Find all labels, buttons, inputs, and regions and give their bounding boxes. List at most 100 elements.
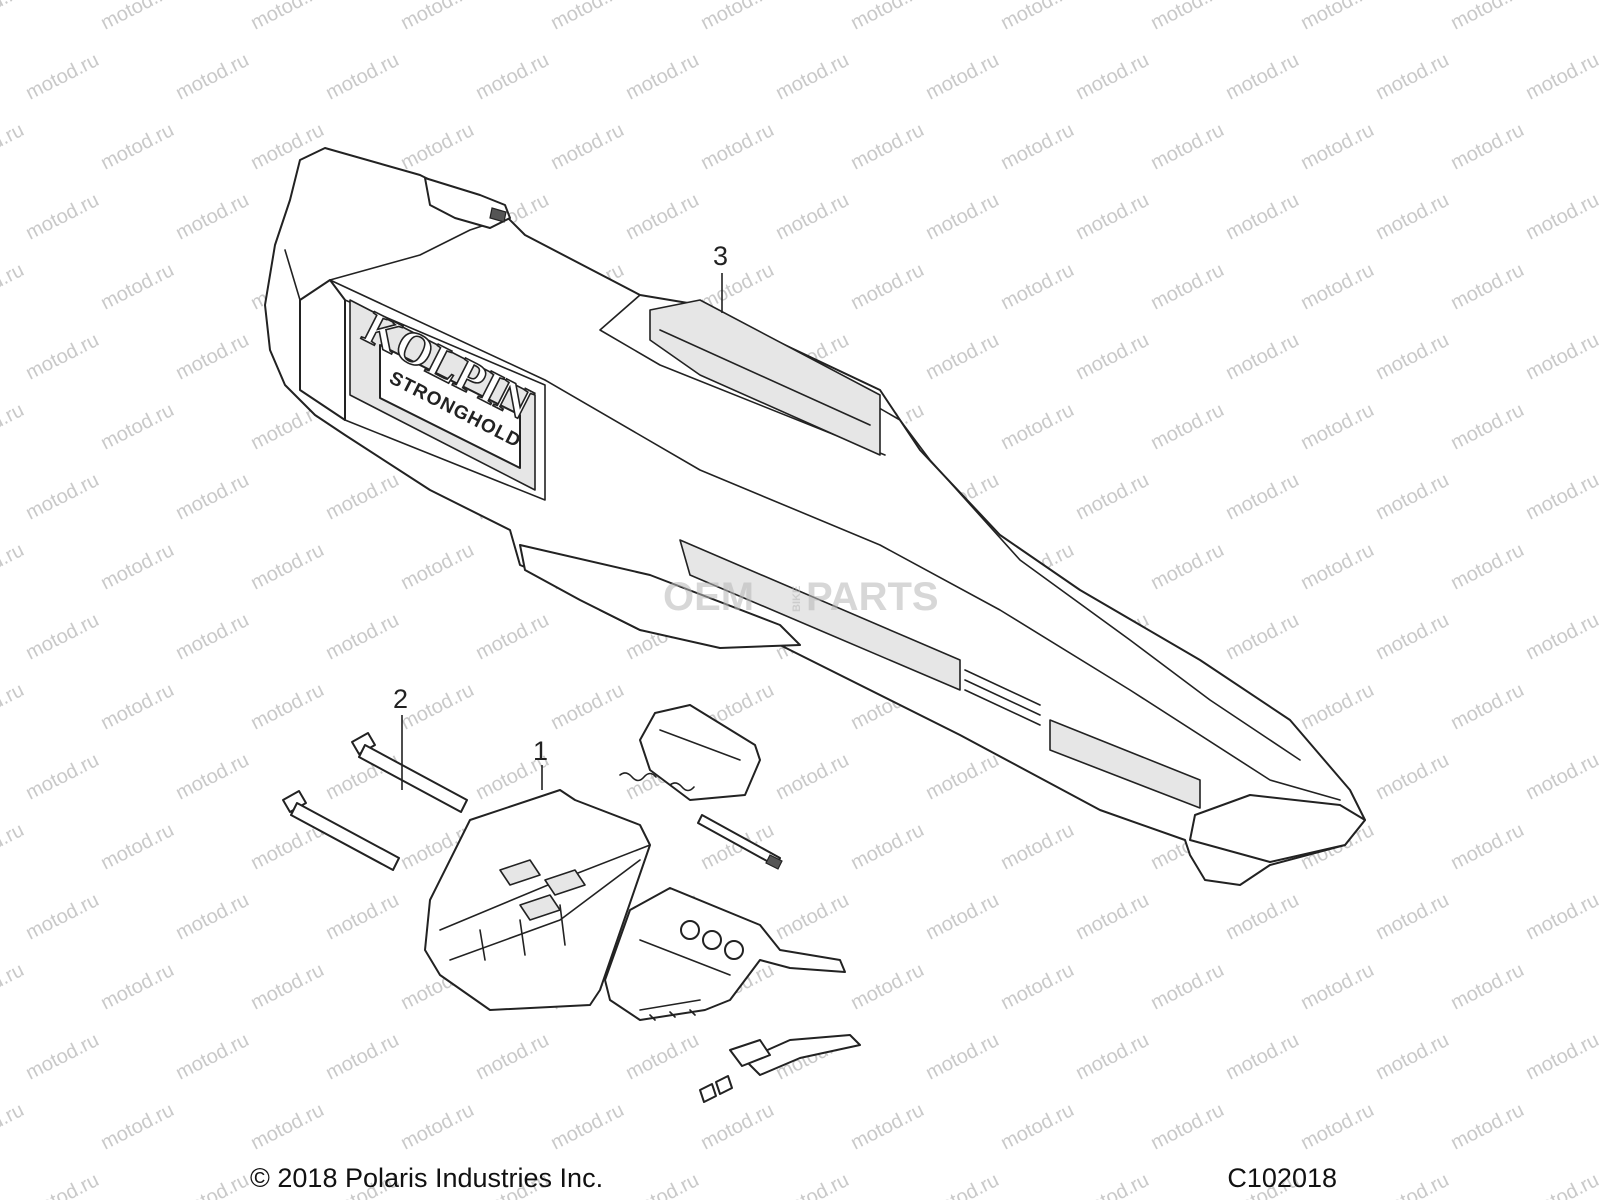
brand-watermark-right: PARTS xyxy=(806,575,939,619)
site-watermark: motod.ru xyxy=(697,119,777,174)
site-watermark: motod.ru xyxy=(22,889,102,944)
site-watermark: motod.ru xyxy=(172,1169,252,1200)
site-watermark: motod.ru xyxy=(997,1099,1077,1154)
site-watermark: motod.ru xyxy=(97,399,177,454)
callout-3: 3 xyxy=(713,241,728,271)
site-watermark: motod.ru xyxy=(1147,1099,1227,1154)
site-watermark: motod.ru xyxy=(1072,49,1152,104)
site-watermark: motod.ru xyxy=(547,1099,627,1154)
site-watermark: motod.ru xyxy=(1297,539,1377,594)
site-watermark: motod.ru xyxy=(1447,1099,1527,1154)
site-watermark: motod.ru xyxy=(1072,1029,1152,1084)
site-watermark: motod.ru xyxy=(397,119,477,174)
site-watermark: motod.ru xyxy=(847,119,927,174)
site-watermark: motod.ru xyxy=(1522,189,1600,244)
site-watermark: motod.ru xyxy=(1522,1029,1600,1084)
site-watermark: motod.ru xyxy=(0,959,28,1014)
site-watermark: motod.ru xyxy=(22,469,102,524)
site-watermark: motod.ru xyxy=(1522,609,1600,664)
site-watermark: motod.ru xyxy=(1447,959,1527,1014)
site-watermark: motod.ru xyxy=(997,119,1077,174)
site-watermark: motod.ru xyxy=(0,0,28,34)
site-watermark: motod.ru xyxy=(697,0,777,34)
site-watermark: motod.ru xyxy=(1147,0,1227,34)
site-watermark: motod.ru xyxy=(1222,889,1302,944)
site-watermark: motod.ru xyxy=(1297,259,1377,314)
site-watermark: motod.ru xyxy=(922,889,1002,944)
site-watermark: motod.ru xyxy=(547,679,627,734)
site-watermark: motod.ru xyxy=(1222,49,1302,104)
site-watermark: motod.ru xyxy=(1297,959,1377,1014)
callout-2: 2 xyxy=(393,684,408,714)
site-watermark: motod.ru xyxy=(847,819,927,874)
site-watermark: motod.ru xyxy=(397,539,477,594)
site-watermark: motod.ru xyxy=(22,329,102,384)
site-watermark: motod.ru xyxy=(1297,119,1377,174)
site-watermark: motod.ru xyxy=(472,1029,552,1084)
site-watermark: motod.ru xyxy=(1372,889,1452,944)
site-watermark: motod.ru xyxy=(1372,1029,1452,1084)
site-watermark: motod.ru xyxy=(997,819,1077,874)
site-watermark: motod.ru xyxy=(97,819,177,874)
site-watermark: motod.ru xyxy=(997,399,1077,454)
site-watermark: motod.ru xyxy=(1447,0,1527,34)
site-watermark: motod.ru xyxy=(22,189,102,244)
callout-1: 1 xyxy=(533,736,548,766)
site-watermark: motod.ru xyxy=(997,259,1077,314)
site-watermark: motod.ru xyxy=(247,679,327,734)
site-watermark: motod.ru xyxy=(0,1099,28,1154)
site-watermark: motod.ru xyxy=(1522,49,1600,104)
site-watermark: motod.ru xyxy=(397,0,477,34)
brand-watermark: OEM BIKE PARTS xyxy=(663,575,939,619)
site-watermark: motod.ru xyxy=(1447,119,1527,174)
site-watermark: motod.ru xyxy=(22,749,102,804)
site-watermark: motod.ru xyxy=(847,0,927,34)
site-watermark: motod.ru xyxy=(0,679,28,734)
site-watermark: motod.ru xyxy=(22,1029,102,1084)
site-watermark: motod.ru xyxy=(0,259,28,314)
site-watermark: motod.ru xyxy=(1222,609,1302,664)
site-watermark: motod.ru xyxy=(322,49,402,104)
site-watermark: motod.ru xyxy=(1372,1169,1452,1200)
site-watermark: motod.ru xyxy=(172,609,252,664)
site-watermark: motod.ru xyxy=(1072,189,1152,244)
site-watermark: motod.ru xyxy=(922,329,1002,384)
site-watermark: motod.ru xyxy=(1522,889,1600,944)
site-watermark: motod.ru xyxy=(172,49,252,104)
site-watermark: motod.ru xyxy=(1447,679,1527,734)
site-watermark: motod.ru xyxy=(997,0,1077,34)
site-watermark: motod.ru xyxy=(0,399,28,454)
site-watermark: motod.ru xyxy=(697,1099,777,1154)
site-watermark: motod.ru xyxy=(772,49,852,104)
site-watermark: motod.ru xyxy=(1147,959,1227,1014)
site-watermark: motod.ru xyxy=(172,1029,252,1084)
site-watermark: motod.ru xyxy=(847,959,927,1014)
site-watermark: motod.ru xyxy=(922,749,1002,804)
site-watermark: motod.ru xyxy=(322,1029,402,1084)
site-watermark: motod.ru xyxy=(97,259,177,314)
site-watermark: motod.ru xyxy=(772,189,852,244)
site-watermark: motod.ru xyxy=(97,119,177,174)
site-watermark: motod.ru xyxy=(1147,119,1227,174)
site-watermark: motod.ru xyxy=(1522,469,1600,524)
site-watermark: motod.ru xyxy=(1222,329,1302,384)
site-watermark: motod.ru xyxy=(547,0,627,34)
bolt-lower xyxy=(282,790,400,871)
site-watermark: motod.ru xyxy=(22,1169,102,1200)
site-watermark: motod.ru xyxy=(97,679,177,734)
site-watermark: motod.ru xyxy=(97,959,177,1014)
site-watermark: motod.ru xyxy=(1147,259,1227,314)
site-watermark: motod.ru xyxy=(1072,889,1152,944)
gun-boot-case: KOLPIN STRONGHOLD xyxy=(264,147,1366,886)
site-watermark: motod.ru xyxy=(1222,189,1302,244)
site-watermark: motod.ru xyxy=(922,1169,1002,1200)
brand-watermark-mid: BIKE xyxy=(791,586,803,612)
site-watermark: motod.ru xyxy=(97,1099,177,1154)
site-watermark: motod.ru xyxy=(172,189,252,244)
site-watermark: motod.ru xyxy=(397,679,477,734)
site-watermark: motod.ru xyxy=(0,819,28,874)
site-watermark: motod.ru xyxy=(0,119,28,174)
site-watermark: motod.ru xyxy=(22,49,102,104)
site-watermark: motod.ru xyxy=(397,1099,477,1154)
site-watermark: motod.ru xyxy=(322,889,402,944)
